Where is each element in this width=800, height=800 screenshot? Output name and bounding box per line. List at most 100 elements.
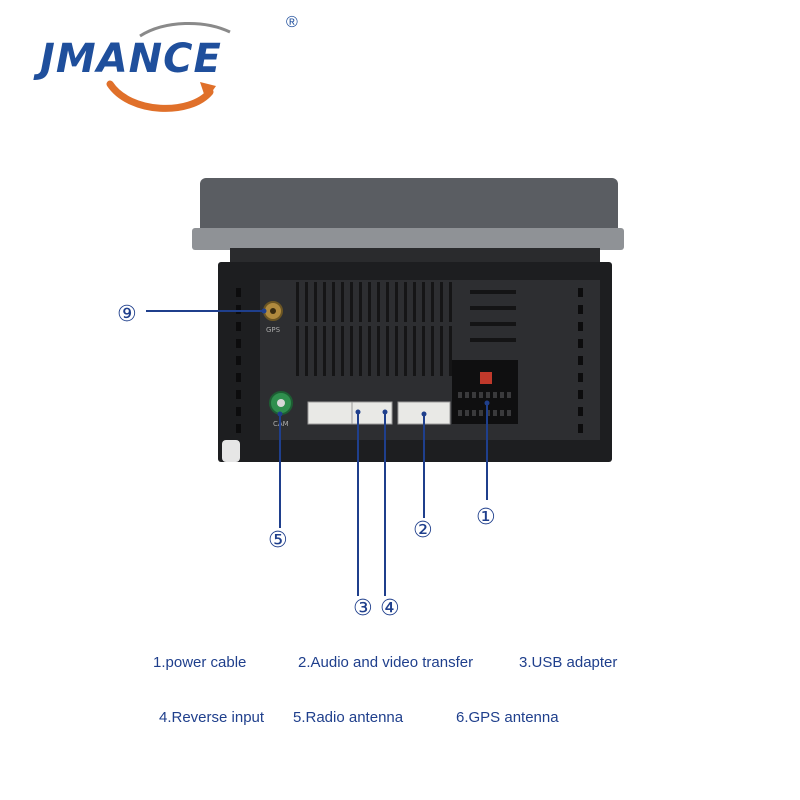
connector-pin	[472, 410, 476, 416]
callout-3: ③	[353, 596, 373, 621]
vent-slot	[440, 348, 443, 376]
vent-slot	[341, 348, 344, 376]
vent-slot	[449, 326, 452, 356]
side-slot	[236, 407, 241, 416]
legend-power-cable: 1.power cable	[153, 654, 247, 671]
vent-slot	[368, 282, 371, 322]
connector-pin	[458, 410, 462, 416]
av-connector-left	[307, 401, 357, 425]
callout-2: ②	[413, 518, 433, 543]
vent-slot	[377, 326, 380, 356]
side-slot	[236, 390, 241, 399]
side-slots	[236, 288, 583, 433]
callout-1: ①	[476, 505, 496, 530]
vent-slot	[431, 282, 434, 322]
bracket	[222, 440, 240, 462]
vent-slot	[323, 326, 326, 356]
vent-slot	[422, 326, 425, 356]
vent-slot	[341, 326, 344, 356]
vent-slot	[431, 348, 434, 376]
callout-lines	[146, 310, 488, 596]
side-slot	[236, 305, 241, 314]
usb-connector	[351, 401, 393, 425]
side-slot	[578, 373, 583, 382]
vent-slot	[305, 282, 308, 322]
side-slot	[236, 356, 241, 365]
logo-swoosh-icon	[106, 22, 231, 112]
callout-5: ⑤	[268, 528, 288, 553]
side-slot	[578, 339, 583, 348]
legend-reverse-input: 4.Reverse input	[159, 709, 265, 726]
radio-jack-center	[277, 399, 285, 407]
vent-slot	[305, 326, 308, 356]
vent-slot	[350, 282, 353, 322]
side-slot	[236, 322, 241, 331]
fuse	[480, 372, 492, 384]
side-slot	[578, 407, 583, 416]
vent-slot	[431, 326, 434, 356]
vent-slot	[386, 326, 389, 356]
vent-slot	[296, 282, 299, 322]
vent-slot	[470, 306, 516, 310]
vent-slot	[296, 326, 299, 356]
connector-pin	[500, 410, 504, 416]
vent-slot	[314, 326, 317, 356]
vent-slot	[332, 282, 335, 322]
connector-pin	[507, 410, 511, 416]
vent-slot	[386, 348, 389, 376]
vent-slot	[470, 338, 516, 342]
vent-slot	[413, 282, 416, 322]
vent-slot	[470, 322, 516, 326]
connector-pin	[479, 392, 483, 398]
vent-slot	[350, 326, 353, 356]
vent-slots	[296, 282, 516, 376]
connector-pin	[458, 392, 462, 398]
connector-pin	[493, 410, 497, 416]
screen-housing	[200, 178, 618, 234]
legend-radio-antenna: 5.Radio antenna	[293, 709, 404, 726]
gps-jack-center	[270, 308, 276, 314]
side-slot	[578, 390, 583, 399]
registered-mark: ®	[286, 14, 298, 31]
callout-6: ⑥	[117, 299, 137, 324]
side-slot	[236, 373, 241, 382]
brand-logo: JMANCE ®	[40, 14, 310, 114]
vent-slot	[314, 282, 317, 322]
vent-slot	[395, 326, 398, 356]
callout-4: ④	[380, 596, 400, 621]
legend-audio-video: 2.Audio and video transfer	[298, 654, 474, 671]
brand-name: JMANCE	[40, 36, 222, 82]
side-slot	[578, 305, 583, 314]
vent-slot	[359, 282, 362, 322]
connector-pin	[465, 410, 469, 416]
vent-slot	[368, 326, 371, 356]
vent-slot	[332, 348, 335, 376]
vent-slot	[422, 348, 425, 376]
housing-rim	[192, 228, 624, 250]
side-slot	[236, 339, 241, 348]
connector-pin	[486, 392, 490, 398]
vent-slot	[404, 326, 407, 356]
side-slot	[236, 288, 241, 297]
connector-pin	[500, 392, 504, 398]
connector-pin	[507, 392, 511, 398]
gps-panel-mark: GPS	[266, 326, 281, 334]
side-slot	[236, 424, 241, 433]
connector-pin	[465, 392, 469, 398]
vent-slot	[323, 282, 326, 322]
connector-pin	[479, 410, 483, 416]
vent-slot	[422, 282, 425, 322]
vent-slot	[296, 348, 299, 376]
connector-pin	[493, 392, 497, 398]
vent-slot	[395, 348, 398, 376]
vent-slot	[470, 290, 516, 294]
vent-slot	[404, 282, 407, 322]
vent-slot	[413, 326, 416, 356]
vent-slot	[449, 348, 452, 376]
vent-slot	[377, 282, 380, 322]
vent-slot	[341, 282, 344, 322]
side-slot	[578, 288, 583, 297]
side-slot	[578, 356, 583, 365]
vent-slot	[332, 326, 335, 356]
